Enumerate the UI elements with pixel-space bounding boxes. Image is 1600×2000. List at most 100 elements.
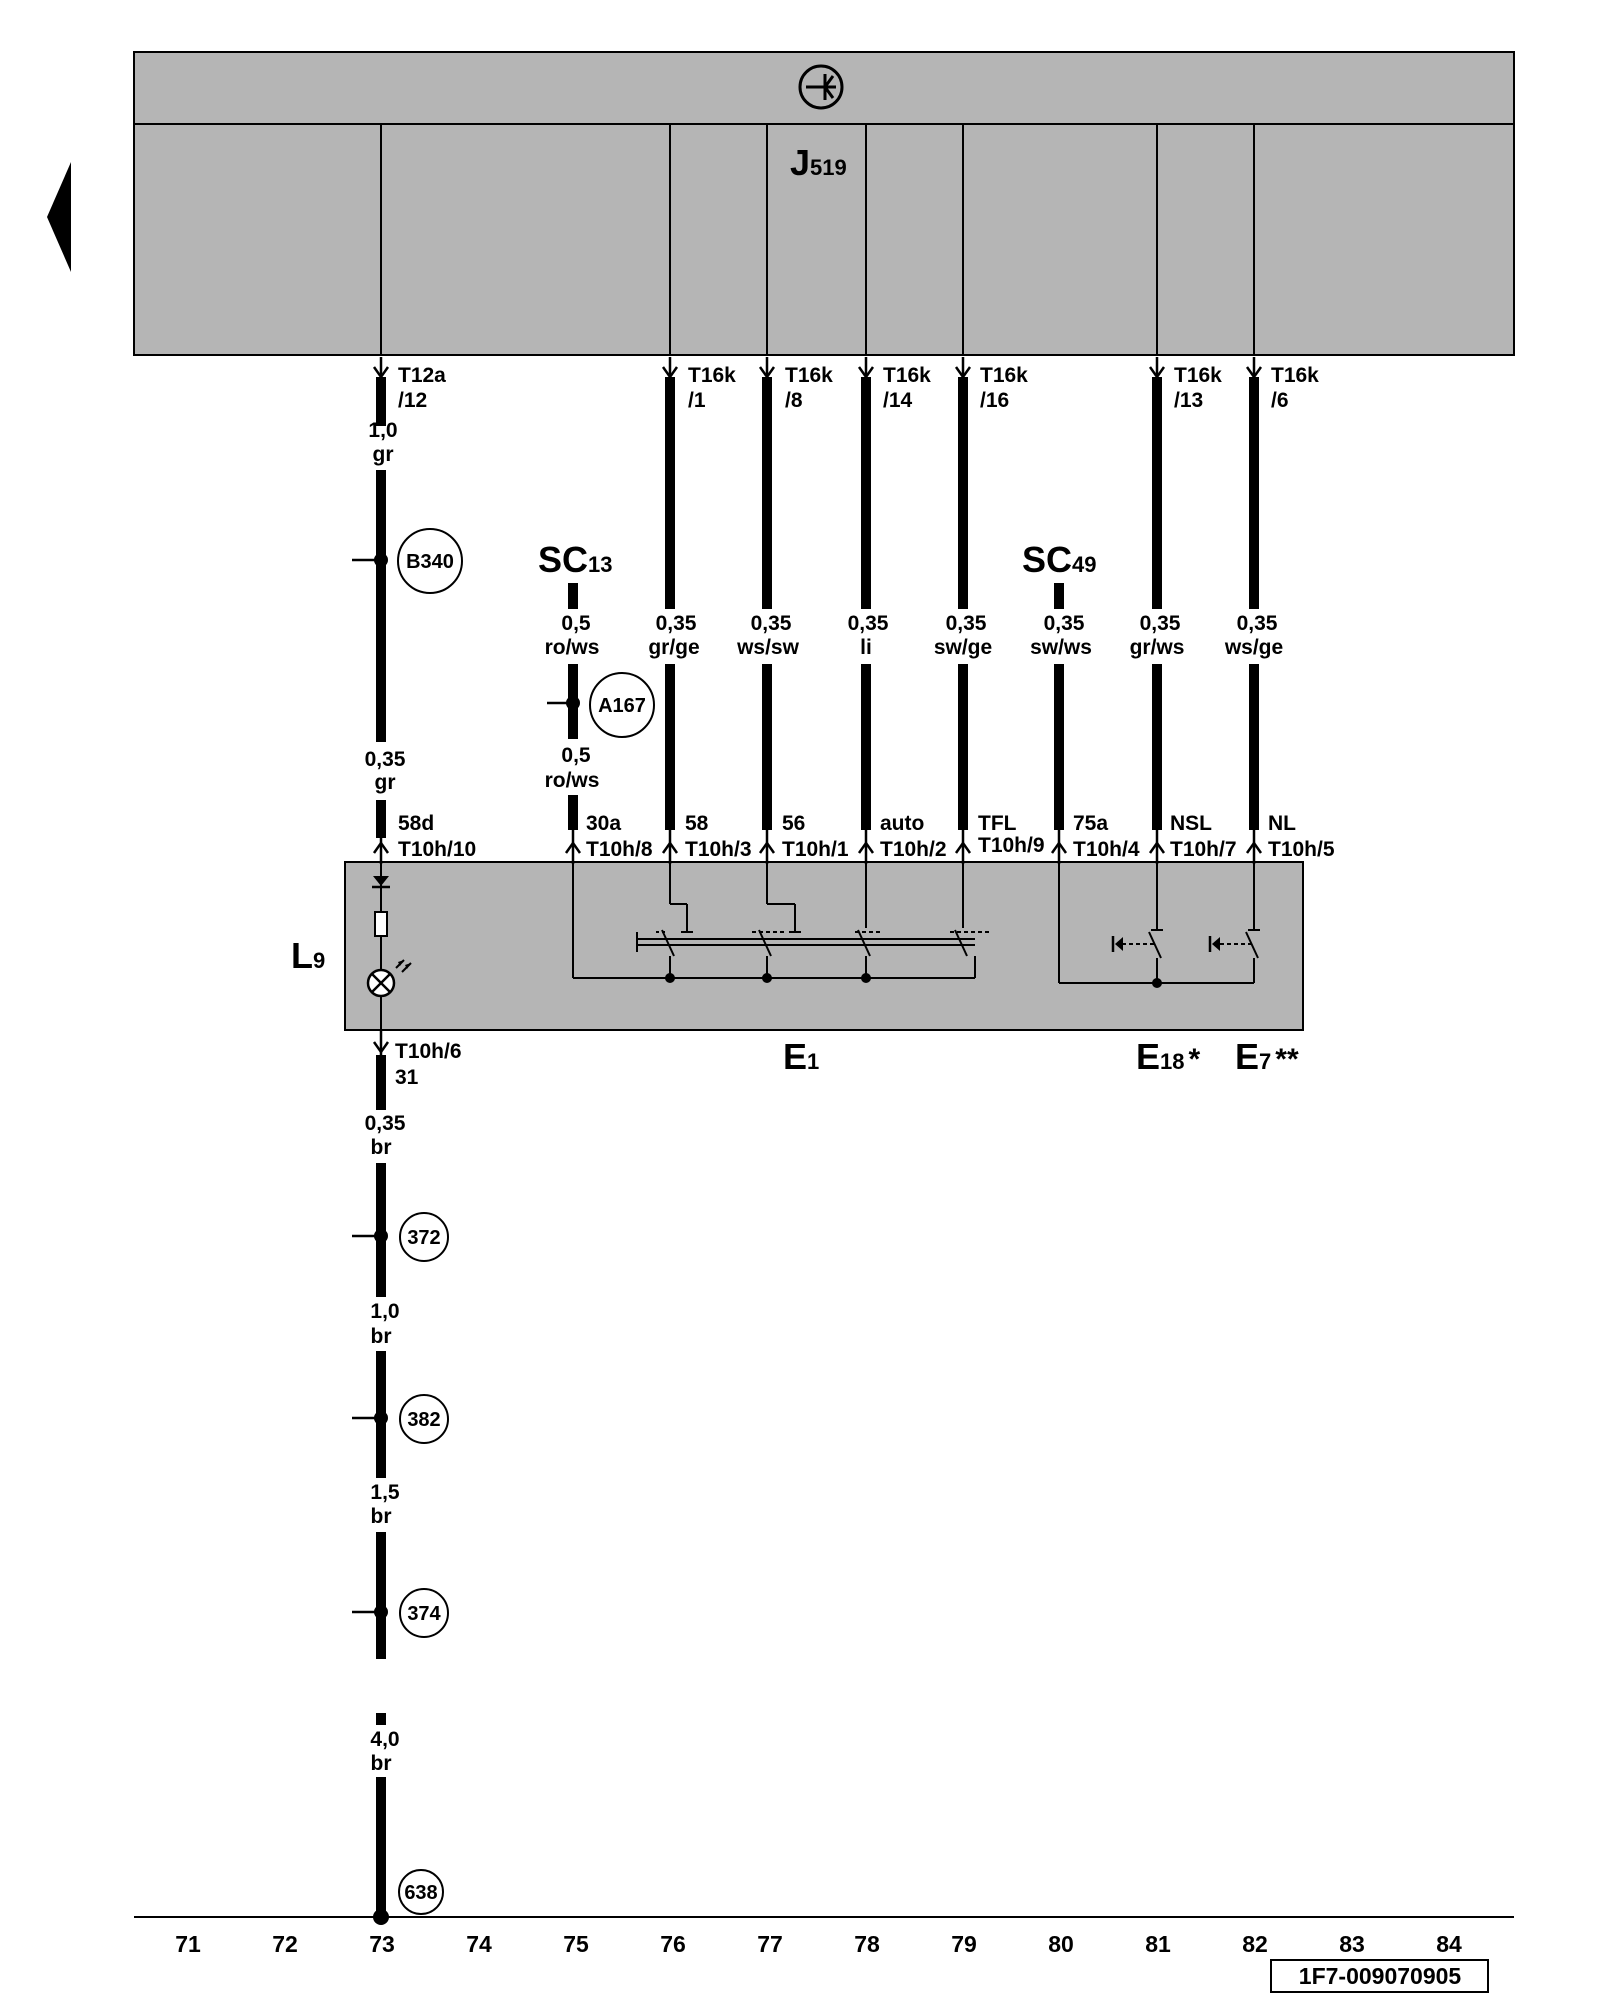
svg-text:82: 82 [1242, 1931, 1268, 1957]
column-numbers: 71 72 73 74 75 76 77 78 79 80 81 82 83 8… [175, 1931, 1462, 1957]
svg-text:31: 31 [395, 1066, 419, 1089]
component-e1-label: E1 [783, 1036, 819, 1077]
svg-text:74: 74 [466, 1931, 492, 1957]
control-unit-j519-panel [133, 51, 1515, 356]
svg-text:ws/sw: ws/sw [736, 636, 800, 659]
svg-text:br: br [371, 1325, 392, 1348]
svg-text:li: li [860, 636, 872, 659]
ground-pin-arrow [372, 1030, 390, 1055]
svg-text:84: 84 [1436, 1931, 1462, 1957]
svg-text:/14: /14 [883, 389, 913, 412]
top-connector-arrows [372, 357, 1263, 380]
svg-text:0,5: 0,5 [561, 612, 591, 635]
svg-text:71: 71 [175, 1931, 201, 1957]
pin-arrows [372, 830, 1263, 864]
pushbutton-actuator-icon [1111, 936, 1220, 952]
wire-segments [376, 377, 1259, 1917]
top-connector-labels: T12a/12 T16k/1 T16k/8 T16k/14 T16k/16 T1… [398, 364, 1319, 412]
svg-text:NSL: NSL [1170, 812, 1212, 835]
svg-text:638: 638 [404, 1882, 437, 1904]
lamp-circuit [366, 862, 412, 1030]
svg-text:80: 80 [1048, 1931, 1074, 1957]
component-e18-label: E18* [1136, 1036, 1201, 1077]
svg-text:ro/ws: ro/ws [545, 769, 600, 792]
control-unit-label: J519 [790, 142, 847, 183]
light-switch-label: L9 [291, 935, 325, 976]
svg-text:TFL: TFL [978, 812, 1017, 835]
svg-text:0,5: 0,5 [561, 744, 591, 767]
svg-text:374: 374 [407, 1603, 441, 1625]
svg-text:382: 382 [407, 1409, 440, 1431]
svg-text:T10h/5: T10h/5 [1268, 838, 1335, 861]
ground-pin-label: T10h/6 31 [395, 1040, 462, 1089]
svg-text:sw/ge: sw/ge [934, 636, 992, 659]
svg-text:72: 72 [272, 1931, 298, 1957]
supply-point-sc13: SC13 [538, 539, 613, 580]
junction-638: 638 [398, 1869, 444, 1915]
svg-text:ro/ws: ro/ws [545, 636, 600, 659]
switch-junction-dots [665, 973, 1162, 988]
junction-372: 372 [352, 1212, 449, 1262]
svg-text:T16k: T16k [883, 364, 931, 387]
svg-text:T10h/1: T10h/1 [782, 838, 849, 861]
svg-text:1,5: 1,5 [370, 1481, 400, 1504]
svg-text:83: 83 [1339, 1931, 1365, 1957]
svg-text:T10h/2: T10h/2 [880, 838, 947, 861]
svg-text:T12a: T12a [398, 364, 446, 387]
doc-id: 1F7-009070905 [1299, 1963, 1462, 1989]
svg-text:T16k: T16k [785, 364, 833, 387]
svg-text:/1: /1 [688, 389, 706, 412]
svg-text:79: 79 [951, 1931, 977, 1957]
fog-light-switch-contacts [1058, 862, 1260, 984]
junction-382: 382 [352, 1394, 449, 1444]
svg-text:75a: 75a [1073, 812, 1108, 835]
svg-text:30a: 30a [586, 812, 621, 835]
svg-text:T16k: T16k [1174, 364, 1222, 387]
ground-symbol-icon [798, 64, 844, 110]
svg-text:sw/ws: sw/ws [1030, 636, 1092, 659]
svg-text:0,35: 0,35 [1237, 612, 1278, 635]
svg-text:gr: gr [375, 771, 396, 794]
supply-point-sc49: SC49 [1022, 539, 1097, 580]
component-e7-label: E7** [1235, 1036, 1299, 1077]
svg-text:gr/ws: gr/ws [1130, 636, 1185, 659]
svg-text:T16k: T16k [1271, 364, 1319, 387]
svg-text:0,35: 0,35 [1044, 612, 1085, 635]
svg-text:0,35: 0,35 [946, 612, 987, 635]
svg-text:0,35: 0,35 [1140, 612, 1181, 635]
junction-b340: B340 [352, 528, 463, 594]
svg-text:T10h/3: T10h/3 [685, 838, 752, 861]
svg-text:T10h/9: T10h/9 [978, 834, 1045, 857]
svg-text:br: br [371, 1505, 392, 1528]
svg-text:76: 76 [660, 1931, 686, 1957]
svg-text:T10h/10: T10h/10 [398, 838, 476, 861]
svg-text:58d: 58d [398, 812, 434, 835]
svg-text:NL: NL [1268, 812, 1296, 835]
svg-text:T10h/7: T10h/7 [1170, 838, 1237, 861]
svg-text:gr: gr [373, 443, 394, 466]
svg-text:1,0: 1,0 [370, 1300, 399, 1323]
junction-374: 374 [352, 1588, 449, 1638]
light-switch-e1-contacts [572, 862, 990, 979]
svg-text:4,0: 4,0 [370, 1728, 399, 1751]
svg-text:0,35: 0,35 [365, 748, 406, 771]
svg-text:77: 77 [757, 1931, 783, 1957]
svg-text:/16: /16 [980, 389, 1009, 412]
svg-text:/8: /8 [785, 389, 803, 412]
svg-text:0,35: 0,35 [365, 1112, 406, 1135]
triangle-left-icon[interactable] [47, 162, 71, 272]
svg-text:0,35: 0,35 [751, 612, 792, 635]
svg-text:/12: /12 [398, 389, 427, 412]
lamp-icon [366, 968, 396, 998]
svg-text:81: 81 [1145, 1931, 1171, 1957]
svg-text:T16k: T16k [980, 364, 1028, 387]
svg-text:T10h/4: T10h/4 [1073, 838, 1140, 861]
svg-text:auto: auto [880, 812, 924, 835]
svg-text:75: 75 [563, 1931, 589, 1957]
junction-a167: A167 [547, 672, 655, 738]
svg-text:73: 73 [369, 1931, 395, 1957]
svg-text:ws/ge: ws/ge [1224, 636, 1283, 659]
